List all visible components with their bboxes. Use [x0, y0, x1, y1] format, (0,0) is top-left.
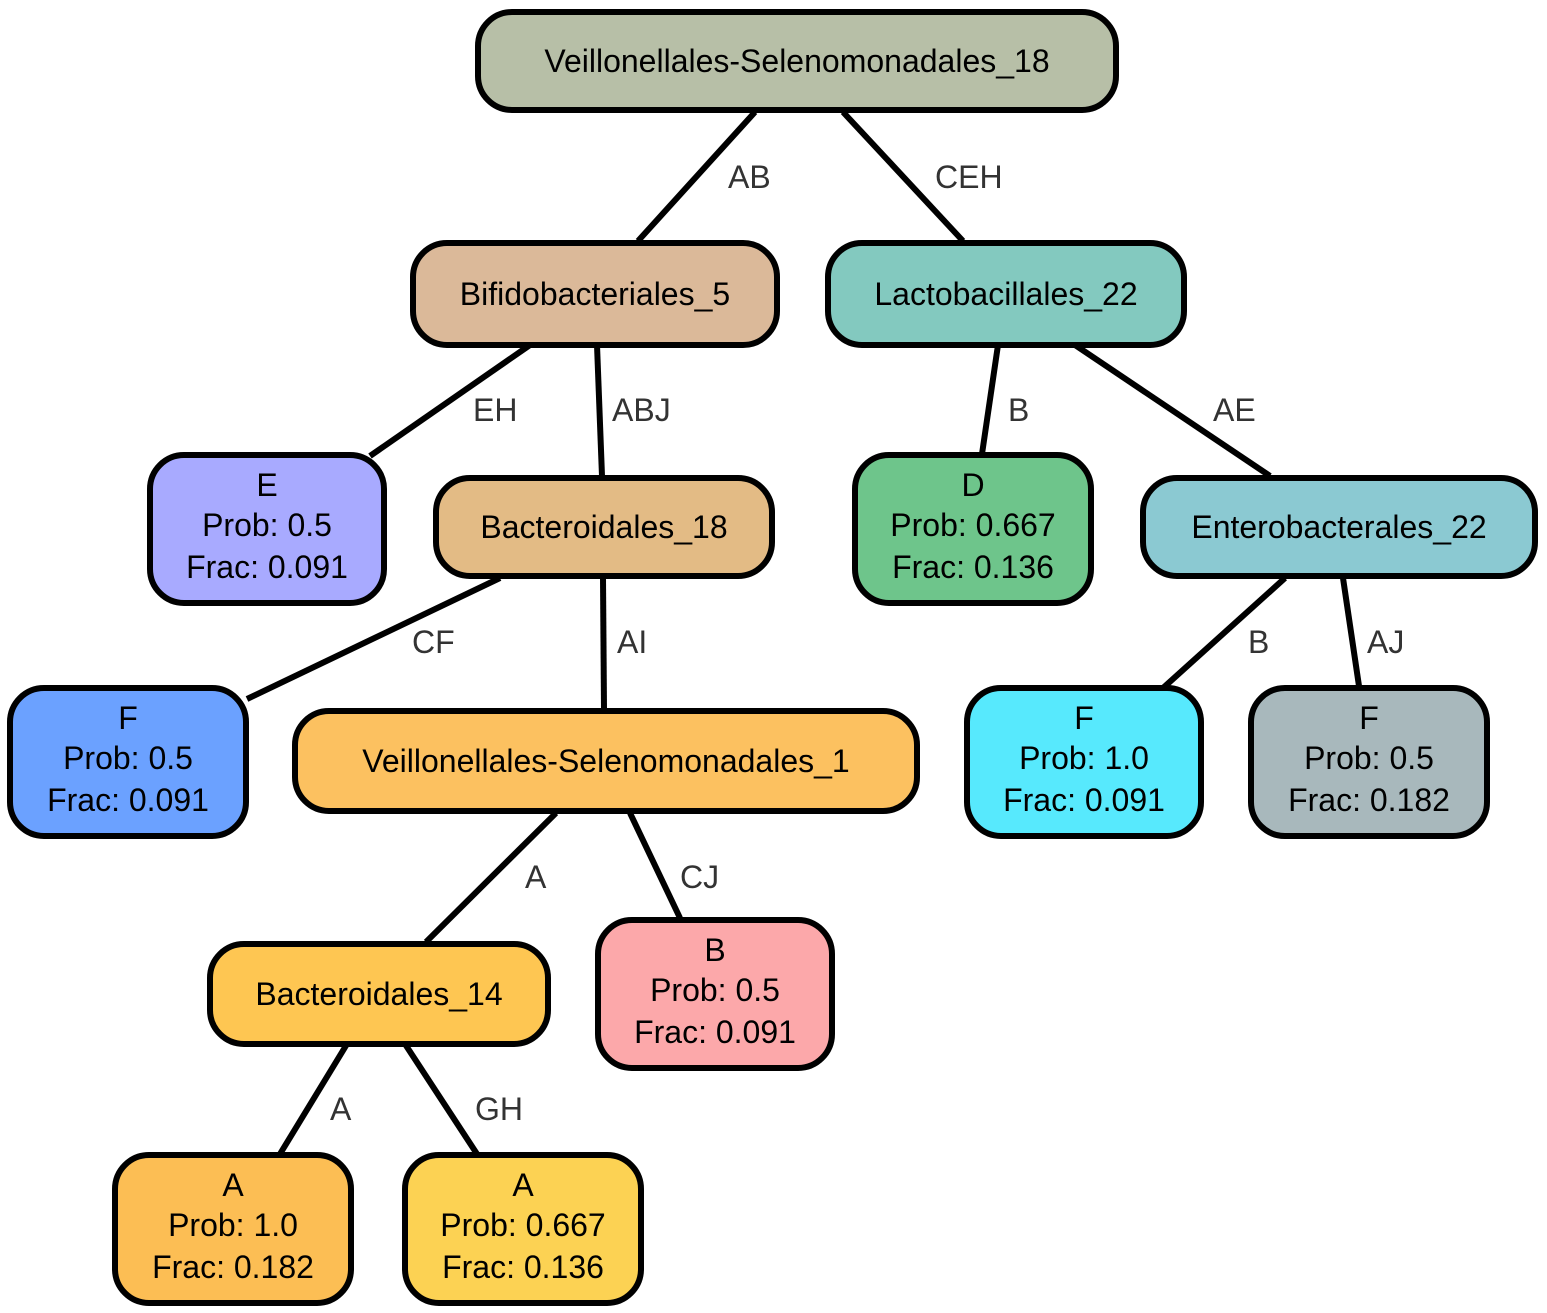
- node-prob: Prob: 0.5: [650, 972, 780, 1008]
- node-title: Enterobacterales_22: [1191, 509, 1486, 545]
- edge-n_bif5-n_E: [368, 342, 532, 459]
- edge-label: A: [330, 1091, 352, 1127]
- node-box: [475, 9, 1119, 113]
- edge-label: GH: [475, 1091, 523, 1127]
- node-title: Bacteroidales_18: [480, 509, 727, 545]
- internal-node: Bacteroidales_14: [207, 941, 551, 1047]
- node-title: Veillonellales-Selenomonadales_18: [544, 43, 1049, 79]
- node-box: [207, 941, 551, 1047]
- node-box: [112, 1152, 354, 1306]
- node-title: Bacteroidales_14: [255, 976, 502, 1012]
- node-title: Bifidobacteriales_5: [460, 276, 730, 312]
- node-box: [964, 685, 1204, 839]
- edge-label: CF: [412, 624, 455, 660]
- edge-n_veil1-n_bac14: [423, 810, 559, 945]
- edge-label: CEH: [935, 159, 1003, 195]
- node-prob: Prob: 1.0: [168, 1207, 298, 1243]
- edge-label: AE: [1213, 392, 1256, 428]
- node-box: [7, 685, 249, 839]
- edge-label: AI: [617, 624, 647, 660]
- nodes-layer: Veillonellales-Selenomonadales_18Bifidob…: [7, 9, 1538, 1306]
- internal-node: Bifidobacteriales_5: [410, 240, 780, 348]
- node-prob: Prob: 0.5: [1304, 740, 1434, 776]
- node-frac: Frac: 0.091: [47, 782, 209, 818]
- edge-label: EH: [473, 392, 517, 428]
- edge-n_veil1-n_B: [627, 811, 683, 920]
- node-title: A: [222, 1167, 244, 1203]
- node-box: [433, 475, 775, 579]
- internal-node: Enterobacterales_22: [1140, 475, 1538, 579]
- node-title: B: [704, 932, 725, 968]
- edge-n_lac22-n_D: [979, 344, 1001, 455]
- internal-node: Veillonellales-Selenomonadales_1: [292, 708, 920, 814]
- node-title: Lactobacillales_22: [874, 276, 1137, 312]
- edge-n_bac18-n_F1: [245, 575, 502, 702]
- node-frac: Frac: 0.182: [152, 1249, 314, 1285]
- edge-label: B: [1008, 392, 1029, 428]
- node-box: [292, 708, 920, 814]
- edges-layer: AB CEH EH ABJ B AE CF AI B AJ A CJ A GH: [245, 109, 1404, 1156]
- node-frac: Frac: 0.091: [1003, 782, 1165, 818]
- node-title: D: [961, 467, 984, 503]
- node-box: [825, 240, 1187, 348]
- internal-node: Veillonellales-Selenomonadales_18: [475, 9, 1119, 113]
- edge-n_bac18-n_veil1: [600, 577, 607, 710]
- node-title: A: [512, 1167, 534, 1203]
- edge-label: AJ: [1367, 624, 1404, 660]
- node-box: [147, 452, 387, 606]
- internal-node: Lactobacillales_22: [825, 240, 1187, 348]
- node-frac: Frac: 0.136: [892, 549, 1054, 585]
- node-box: [410, 240, 780, 348]
- edge-n_root-n_bif5: [635, 109, 758, 244]
- node-frac: Frac: 0.091: [186, 549, 348, 585]
- node-title: Veillonellales-Selenomonadales_1: [362, 743, 849, 779]
- internal-node: Bacteroidales_18: [433, 475, 775, 579]
- node-frac: Frac: 0.182: [1288, 782, 1450, 818]
- node-prob: Prob: 0.5: [202, 507, 332, 543]
- node-prob: Prob: 0.667: [440, 1207, 605, 1243]
- node-title: E: [256, 467, 277, 503]
- edge-label: A: [525, 859, 547, 895]
- node-title: F: [118, 700, 138, 736]
- node-frac: Frac: 0.136: [442, 1249, 604, 1285]
- node-box: [595, 917, 835, 1071]
- edge-n_root-n_lac22: [840, 109, 966, 244]
- edge-label: B: [1248, 624, 1269, 660]
- node-prob: Prob: 0.5: [63, 740, 193, 776]
- edge-n_ent22-n_F3: [1340, 577, 1362, 687]
- node-frac: Frac: 0.091: [634, 1014, 796, 1050]
- edge-label: AB: [728, 159, 771, 195]
- edge-label: ABJ: [612, 392, 671, 428]
- node-box: [1248, 685, 1490, 839]
- edge-n_bif5-n_bac18: [594, 344, 605, 477]
- edge-label: CJ: [680, 859, 719, 895]
- node-title: F: [1074, 700, 1094, 736]
- node-prob: Prob: 0.667: [890, 507, 1055, 543]
- edge-n_bac14-n_A1: [277, 1042, 350, 1156]
- node-box: [402, 1152, 644, 1306]
- edge-n_lac22-n_ent22: [1073, 342, 1272, 479]
- node-prob: Prob: 1.0: [1019, 740, 1149, 776]
- node-box: [1140, 475, 1538, 579]
- node-box: [852, 452, 1094, 606]
- edge-n_ent22-n_F2: [1160, 575, 1288, 691]
- node-title: F: [1359, 700, 1379, 736]
- edge-n_bac14-n_A2: [402, 1042, 480, 1156]
